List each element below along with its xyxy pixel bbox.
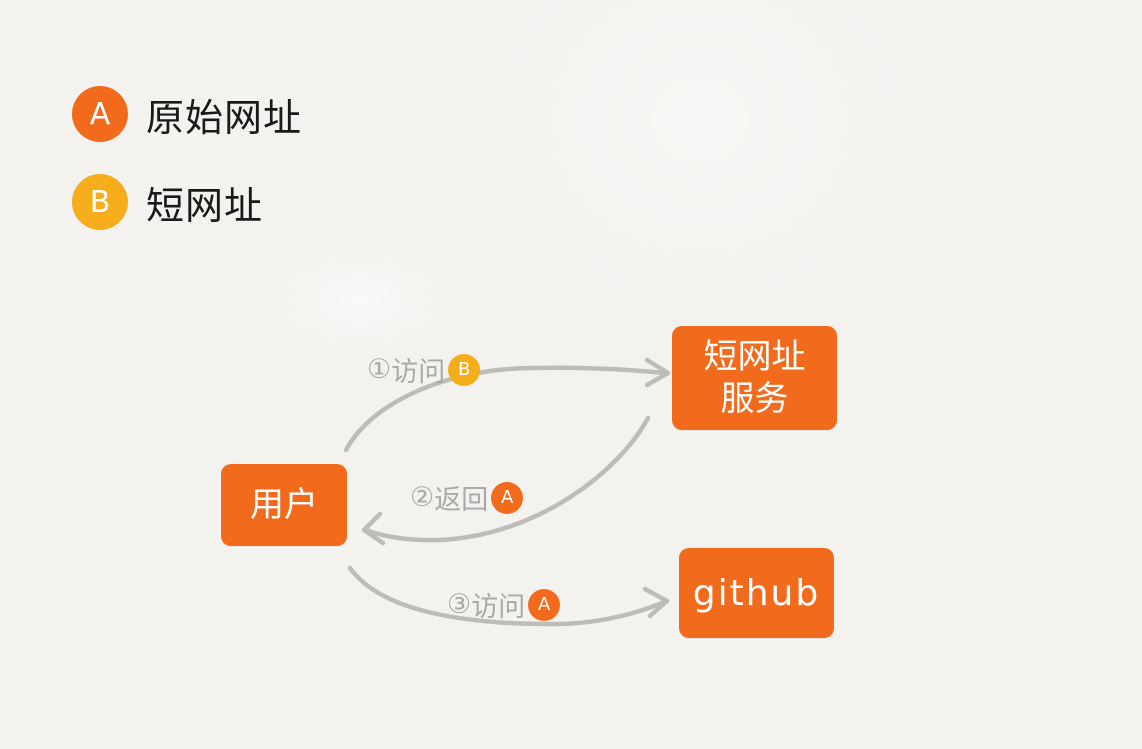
arrow-return-original xyxy=(363,415,651,543)
edge-text-2: 返回 xyxy=(434,485,489,516)
node-user: 用户 xyxy=(221,464,347,546)
edge-text-3: 访问 xyxy=(471,592,526,623)
edge-badge-a-return: A xyxy=(491,481,524,514)
node-github: github xyxy=(679,548,834,638)
edge-text-1: 访问 xyxy=(391,357,446,388)
edge-step-2: ② xyxy=(410,482,435,513)
edge-label-3: ③ 访问 A xyxy=(447,585,561,624)
edge-label-2: ② 返回 A xyxy=(410,478,524,517)
node-github-label: github xyxy=(692,572,821,614)
edge-step-1: ① xyxy=(367,354,392,385)
arrow-visit-github xyxy=(347,565,668,627)
legend-label-b: 短网址 xyxy=(146,183,264,228)
arrowhead-return-original xyxy=(361,511,386,546)
arrowhead-visit-short xyxy=(644,357,671,388)
edge-badge-b: B xyxy=(448,353,481,386)
node-short-url-service: 短网址 服务 xyxy=(672,326,837,430)
arrowhead-visit-github xyxy=(642,586,670,619)
node-short-url-service-label: 短网址 服务 xyxy=(703,336,806,420)
legend-badge-a: A xyxy=(72,86,128,142)
arrow-visit-short xyxy=(343,365,668,453)
node-user-label: 用户 xyxy=(250,484,318,525)
legend-badge-b: B xyxy=(72,174,128,230)
edge-badge-a-visit: A xyxy=(528,588,561,621)
legend-item-b: B 短网址 xyxy=(72,174,263,230)
edge-label-1: ① 访问 B xyxy=(367,350,481,389)
edge-step-3: ③ xyxy=(447,589,472,620)
legend-item-a: A 原始网址 xyxy=(72,86,302,142)
legend-label-a: 原始网址 xyxy=(146,95,303,140)
